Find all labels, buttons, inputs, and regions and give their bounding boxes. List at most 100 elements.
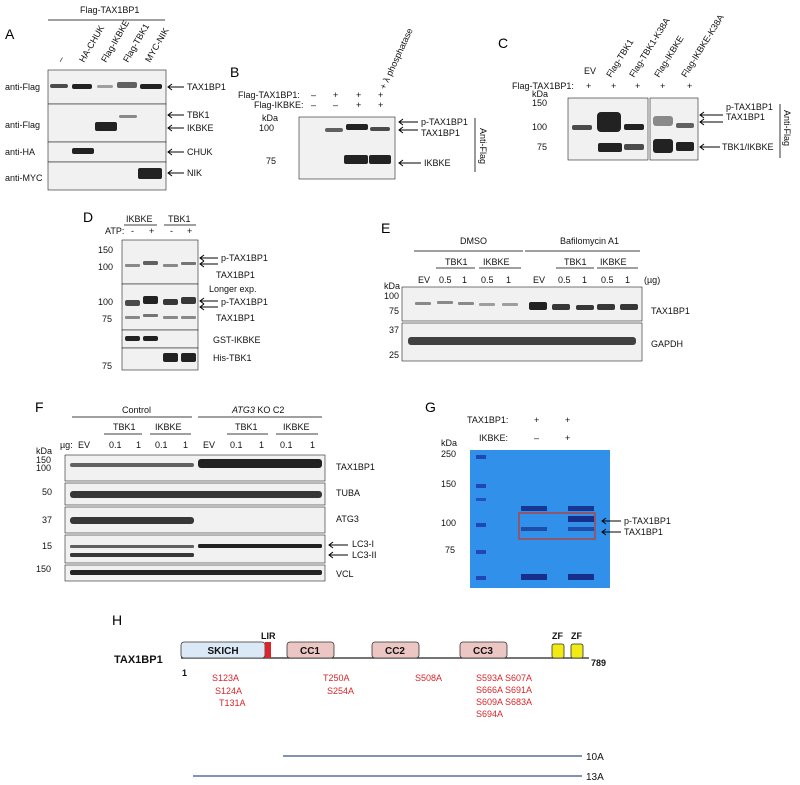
f-blot-4 — [64, 534, 326, 564]
svg-text:p-TAX1BP1: p-TAX1BP1 — [624, 516, 671, 526]
a-right-5: NIK — [187, 168, 202, 178]
svg-text:+: + — [187, 226, 192, 236]
panel-d: D IKBKE TBK1 ATP: - + - + 150 100 100 75… — [83, 209, 268, 371]
e-marker-75: 75 — [389, 306, 399, 316]
a-header: Flag-TAX1BP1 — [80, 5, 139, 15]
svg-text:TAX1BP1: TAX1BP1 — [726, 112, 765, 122]
b-arrows — [398, 118, 421, 167]
e-marker-25: 25 — [389, 350, 399, 360]
svg-text:0.5: 0.5 — [601, 275, 614, 285]
svg-text:0.5: 0.5 — [558, 275, 571, 285]
svg-text:+: + — [565, 415, 570, 425]
g-row-2: IKBKE: — [479, 433, 508, 443]
svg-text:10A: 10A — [586, 752, 604, 763]
a-right-4: CHUK — [187, 147, 213, 157]
svg-text:+: + — [333, 90, 338, 100]
svg-text:LIR: LIR — [261, 631, 276, 641]
g-right-labels: p-TAX1BP1 TAX1BP1 — [624, 516, 671, 537]
svg-text:15: 15 — [42, 541, 52, 551]
f-kda: kDa — [36, 446, 52, 456]
svg-text:SKICH: SKICH — [207, 646, 238, 657]
a-right-1: TAX1BP1 — [187, 82, 226, 92]
panel-b: B + λ phosphatase Flag-TAX1BP1: Flag-IKB… — [230, 27, 488, 180]
h-construct-13a: 13A — [193, 772, 604, 783]
svg-text:100: 100 — [441, 518, 456, 528]
d-group-1: IKBKE — [126, 214, 153, 224]
e-marker-100: 100 — [384, 291, 399, 301]
svg-text:IKBKE: IKBKE — [283, 422, 310, 432]
svg-text:S694A: S694A — [476, 709, 503, 719]
svg-text:GST-IKBKE: GST-IKBKE — [213, 335, 261, 345]
b-marker-75: 75 — [266, 156, 276, 166]
panel-letter-e: E — [381, 220, 390, 236]
svg-text:+: + — [586, 81, 591, 91]
svg-text:1: 1 — [625, 275, 630, 285]
b-header-col: + λ phosphatase — [378, 27, 415, 91]
f-group-2: ATG3 KO C2 — [231, 405, 284, 415]
svg-text:p-TAX1BP1: p-TAX1BP1 — [221, 297, 268, 307]
b-row-1: Flag-TAX1BP1: — [238, 90, 300, 100]
svg-text:0.1: 0.1 — [109, 440, 122, 450]
c-marker-100: 100 — [532, 122, 547, 132]
svg-text:IKBKE: IKBKE — [600, 257, 627, 267]
g-arrows — [601, 517, 621, 536]
h-domain-lir: LIR — [261, 631, 276, 658]
d-blot-4 — [121, 347, 199, 371]
svg-text:+: + — [687, 81, 692, 91]
c-row-1: Flag-TAX1BP1: — [512, 81, 574, 91]
b-marker-100: 100 — [259, 123, 274, 133]
b-kda: kDa — [262, 113, 278, 123]
b-right-labels: p-TAX1BP1 TAX1BP1 IKBKE — [421, 117, 468, 168]
h-protein-label: TAX1BP1 — [114, 654, 163, 666]
svg-text:LC3-II: LC3-II — [352, 550, 377, 560]
svg-text:Longer exp.: Longer exp. — [209, 284, 257, 294]
svg-text:+: + — [356, 90, 361, 100]
svg-text:+: + — [565, 433, 570, 443]
d-marker-100-b: 100 — [98, 297, 113, 307]
h-domain-zf2: ZF — [570, 631, 584, 659]
panel-letter-g: G — [425, 399, 436, 415]
svg-text:VCL: VCL — [336, 569, 354, 579]
svg-text:150: 150 — [36, 564, 51, 574]
c-lane-1: EV — [584, 66, 596, 76]
b-ab-label: Anti-Flag — [478, 128, 488, 164]
svg-text:50: 50 — [42, 487, 52, 497]
panel-letter-f: F — [35, 399, 44, 415]
a-lane-labels: – HA-CHUK Flag-IKBKE Flag-TBK1 MYC-NIK — [55, 18, 171, 64]
d-marker-75-b: 75 — [102, 361, 112, 371]
b-row-2: Flag-IKBKE: — [254, 100, 304, 110]
svg-text:LC3-I: LC3-I — [352, 539, 374, 549]
e-unit: (µg) — [644, 275, 660, 285]
panel-h: H TAX1BP1 1 789 SKICH LIR CC1 CC2 CC3 ZF — [112, 612, 606, 783]
d-bands — [125, 261, 196, 362]
a-bands — [50, 82, 162, 179]
svg-text:TAX1BP1: TAX1BP1 — [624, 527, 663, 537]
svg-text:IKBKE: IKBKE — [155, 422, 182, 432]
g-signs: + + – + — [534, 415, 570, 443]
svg-text:IKBKE: IKBKE — [483, 257, 510, 267]
svg-text:T250A: T250A — [323, 673, 350, 683]
svg-text:ATG3: ATG3 — [336, 514, 359, 524]
d-group-2: TBK1 — [168, 214, 191, 224]
svg-text:S666A S691A: S666A S691A — [476, 685, 532, 695]
svg-text:1: 1 — [136, 440, 141, 450]
d-blot-2 — [121, 283, 199, 331]
h-construct-10a: 10A — [283, 752, 604, 763]
svg-text:ZF: ZF — [552, 631, 563, 641]
panel-letter-b: B — [230, 64, 239, 80]
svg-text:+: + — [149, 226, 154, 236]
panel-g: G TAX1BP1: IKBKE: + + – + kDa 250 150 10… — [425, 399, 671, 588]
panel-c: C EV Flag-TBK1 Flag-TBK1-K38A Flag-IKBKE… — [498, 13, 792, 161]
a-right-2: TBK1 — [187, 110, 210, 120]
svg-text:+: + — [635, 81, 640, 91]
h-domain-cc1: CC1 — [286, 641, 335, 659]
panel-letter-h: H — [112, 612, 122, 628]
g-markers: 250 150 100 75 — [441, 449, 456, 555]
svg-text:–: – — [311, 100, 316, 110]
svg-text:+: + — [356, 100, 361, 110]
e-right-1: TAX1BP1 — [651, 306, 690, 316]
svg-text:37: 37 — [42, 515, 52, 525]
svg-text:CC3: CC3 — [473, 646, 493, 657]
svg-text:p-TAX1BP1: p-TAX1BP1 — [221, 253, 268, 263]
svg-text:0.5: 0.5 — [439, 275, 452, 285]
